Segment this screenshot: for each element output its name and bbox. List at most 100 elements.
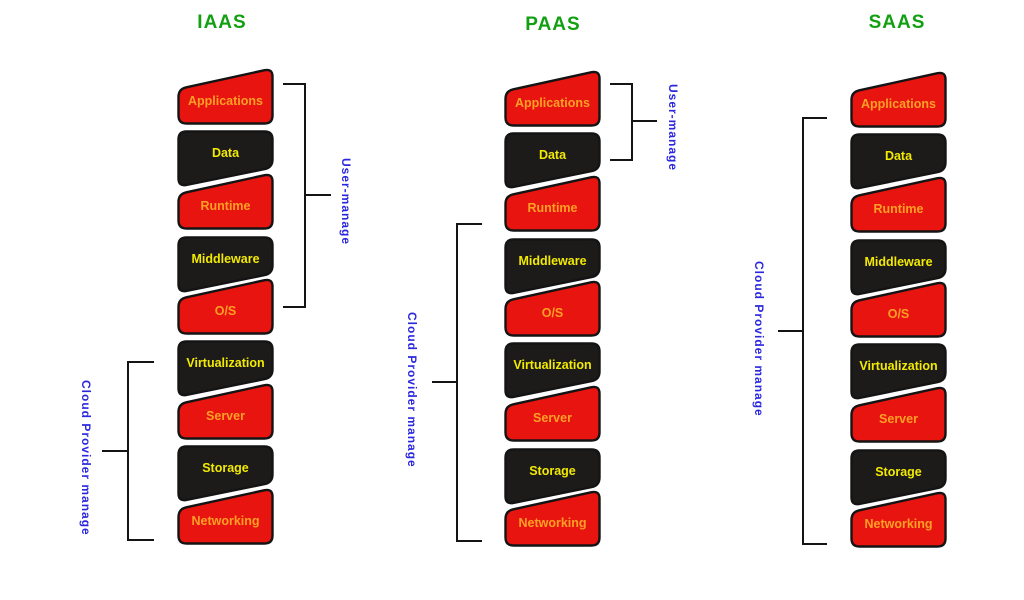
iaas-block-os: O/S (177, 277, 274, 335)
bracket-vertical-line (456, 223, 458, 542)
saas-title: SAAS (868, 12, 926, 33)
block-shape (504, 490, 601, 547)
iaas-block-server: Server (177, 382, 274, 440)
paas-block-middleware: Middleware (504, 238, 601, 296)
bracket-bottom-arm (804, 543, 827, 545)
bracket-label: Cloud Provider manage (405, 312, 419, 468)
saas-block-storage: Storage (850, 449, 947, 507)
bracket-bottom-arm (610, 159, 631, 161)
block-shape (177, 488, 274, 545)
block-shape (850, 343, 947, 400)
iaas-block-runtime: Runtime (177, 172, 274, 230)
block-label: Middleware (864, 255, 933, 269)
block-shape (850, 71, 947, 128)
saas-block-applications: Applications (850, 70, 947, 128)
bracket-label: Cloud Provider manage (79, 380, 93, 536)
bracket-top-arm (283, 83, 304, 85)
block-shape (177, 340, 274, 397)
iaas-block-applications: Applications (177, 67, 274, 125)
block-shape (177, 68, 274, 125)
bracket-bottom-arm (458, 540, 482, 542)
block-shape (177, 278, 274, 335)
iaas-block-middleware: Middleware (177, 236, 274, 294)
saas-block-middleware: Middleware (850, 239, 947, 297)
paas-title: PAAS (525, 14, 581, 35)
bracket-bottom-arm (129, 539, 154, 541)
block-shape (504, 448, 601, 505)
block-label: O/S (887, 307, 910, 321)
bracket-mid-arm (432, 381, 456, 383)
block-shape (504, 385, 601, 442)
bracket-vertical-line (631, 83, 633, 161)
block-label: Middleware (518, 254, 587, 268)
bracket-bottom-arm (283, 306, 304, 308)
block-label: Runtime (200, 199, 251, 213)
saas-block-data: Data (850, 133, 947, 191)
iaas-block-virtualization: Virtualization (177, 340, 274, 398)
block-label: Applications (187, 94, 263, 108)
block-label: Data (211, 146, 240, 160)
block-label: Networking (518, 516, 587, 530)
block-label: Networking (864, 517, 933, 531)
block-label: O/S (541, 306, 564, 320)
block-label: Networking (191, 514, 260, 528)
block-shape (177, 173, 274, 230)
block-label: Server (206, 409, 245, 423)
block-label: Server (879, 412, 918, 426)
block-label: Storage (529, 464, 576, 478)
paas-block-runtime: Runtime (504, 174, 601, 232)
block-label: Virtualization (513, 358, 592, 372)
block-shape (504, 280, 601, 337)
iaas-block-data: Data (177, 130, 274, 188)
iaas-block-networking: Networking (177, 487, 274, 545)
paas-block-server: Server (504, 384, 601, 442)
bracket-top-arm (458, 223, 482, 225)
bracket-top-arm (610, 83, 631, 85)
bracket-mid-arm (778, 330, 802, 332)
block-shape (504, 342, 601, 399)
block-shape (177, 383, 274, 440)
block-shape (177, 445, 274, 502)
block-shape (504, 132, 601, 189)
paas-block-networking: Networking (504, 489, 601, 547)
block-label: Runtime (527, 201, 578, 215)
block-shape (504, 175, 601, 232)
saas-block-networking: Networking (850, 490, 947, 548)
block-shape (850, 491, 947, 548)
bracket-vertical-line (802, 117, 804, 545)
paas-block-virtualization: Virtualization (504, 342, 601, 400)
block-label: Storage (875, 465, 922, 479)
saas-block-virtualization: Virtualization (850, 343, 947, 401)
block-shape (177, 130, 274, 187)
block-shape (850, 386, 947, 443)
bracket-label: User-manage (666, 84, 680, 172)
block-label: Middleware (191, 252, 260, 266)
block-label: Runtime (873, 202, 924, 216)
saas-block-os: O/S (850, 280, 947, 338)
bracket-mid-arm (306, 194, 331, 196)
block-label: Server (533, 411, 572, 425)
block-label: O/S (214, 304, 237, 318)
block-shape (850, 239, 947, 296)
paas-block-storage: Storage (504, 448, 601, 506)
saas-block-server: Server (850, 385, 947, 443)
paas-block-os: O/S (504, 279, 601, 337)
block-shape (850, 449, 947, 506)
paas-block-applications: Applications (504, 69, 601, 127)
block-label: Applications (860, 97, 936, 111)
block-label: Virtualization (859, 359, 938, 373)
block-label: Virtualization (186, 356, 265, 370)
block-shape (850, 176, 947, 233)
bracket-label: User-manage (339, 158, 353, 246)
saas-block-runtime: Runtime (850, 175, 947, 233)
block-label: Storage (202, 461, 249, 475)
block-label: Applications (514, 96, 590, 110)
bracket-vertical-line (304, 83, 306, 308)
iaas-title: IAAS (197, 12, 247, 33)
bracket-mid-arm (633, 120, 657, 122)
iaas-block-storage: Storage (177, 445, 274, 503)
block-shape (504, 70, 601, 127)
bracket-top-arm (129, 361, 154, 363)
block-shape (850, 281, 947, 338)
